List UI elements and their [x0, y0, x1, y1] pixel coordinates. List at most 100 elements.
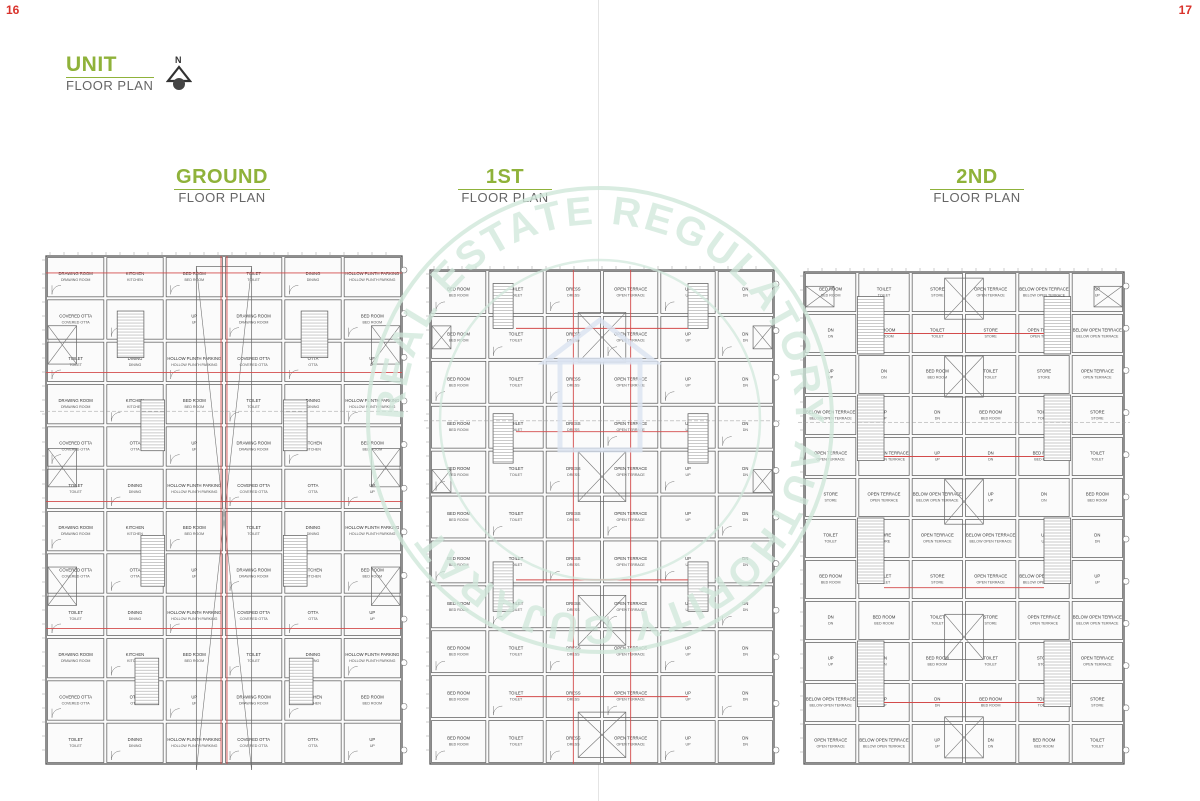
room — [47, 468, 105, 509]
room-label: OTTA — [130, 441, 141, 446]
room-label: DN — [742, 736, 748, 741]
grid-bubble — [1122, 535, 1130, 543]
room-label: TOILET — [246, 652, 261, 657]
room-label: BED ROOM — [449, 428, 469, 432]
second-floor-header: 2ND FLOOR PLAN — [930, 166, 1024, 205]
room-label: TOILET — [69, 490, 82, 494]
room-label: BED ROOM — [449, 698, 469, 702]
room-label: KITCHEN — [305, 575, 321, 579]
room-label: STORE — [983, 328, 998, 333]
room-label: BELOW OPEN TERRACE — [1019, 287, 1068, 292]
room — [965, 478, 1017, 517]
room-label: BED ROOM — [1033, 738, 1056, 743]
room-label: TOILET — [878, 294, 891, 298]
room-label: BED ROOM — [185, 659, 205, 663]
room-label: UP — [686, 518, 692, 522]
room-label: BED ROOM — [447, 556, 470, 561]
room-label: DN — [935, 704, 941, 708]
room-label: HOLLOW PLINTH PARKING — [349, 659, 395, 663]
room-label: BED ROOM — [185, 532, 205, 536]
room — [165, 341, 223, 382]
grid-bubble — [772, 467, 780, 474]
room-label: UP — [686, 473, 692, 477]
room-label: DN — [828, 328, 834, 333]
room-label: UP — [685, 646, 691, 651]
plan-outer-wall — [45, 255, 403, 765]
room — [106, 257, 164, 298]
room-label: STORE — [931, 581, 944, 585]
grid-bubble — [1122, 451, 1130, 459]
room — [47, 553, 105, 594]
grid-bubble — [400, 746, 408, 754]
room-label: BED ROOM — [185, 278, 205, 282]
grid-bubble — [1122, 493, 1130, 501]
room-label: BED ROOM — [447, 601, 470, 606]
room-label: UP — [686, 338, 692, 342]
room-label: TOILET — [247, 532, 260, 536]
stair-block — [282, 535, 308, 587]
room-label: COVERED OTTA — [62, 321, 91, 325]
room — [165, 638, 223, 679]
room — [858, 355, 910, 394]
room-label: TOILET — [1091, 745, 1104, 749]
room-label: TOILET — [247, 278, 260, 282]
room-label: TOILET — [509, 736, 524, 741]
room-label: UP — [191, 314, 197, 319]
room-label: KITCHEN — [126, 271, 144, 276]
room — [858, 478, 910, 517]
room-label: HOLLOW PLINTH PARKING — [345, 398, 399, 403]
room — [343, 722, 401, 763]
room — [965, 396, 1017, 435]
page-number-right: 17 — [1178, 3, 1192, 17]
room-label: BED ROOM — [979, 697, 1002, 702]
room-label: UP — [685, 376, 691, 381]
room-label: DN — [743, 338, 749, 342]
room-label: TOILET — [509, 556, 524, 561]
room-label: STORE — [931, 294, 944, 298]
room — [225, 722, 283, 763]
room-label: OPEN TERRACE — [817, 458, 846, 462]
room-label: TOILET — [509, 466, 524, 471]
plan-outer-wall — [803, 271, 1125, 765]
room — [1071, 396, 1123, 435]
room-label: BED ROOM — [447, 646, 470, 651]
room-label: DN — [743, 428, 749, 432]
room — [284, 468, 342, 509]
room-label: BED ROOM — [361, 314, 384, 319]
grid-bubble — [1122, 324, 1130, 332]
room-label: BED ROOM — [363, 321, 383, 325]
north-arrow: N — [166, 55, 192, 91]
room-label: COVERED OTTA — [62, 575, 91, 579]
grid-bubble — [400, 310, 408, 317]
room-label: UP — [1094, 574, 1100, 579]
room-label: DN — [988, 738, 994, 743]
room-label: STORE — [1091, 417, 1104, 421]
room-label: DRAWING ROOM — [237, 568, 272, 573]
room-label: BELOW OPEN TERRACE — [1073, 615, 1122, 620]
title-sub: FLOOR PLAN — [66, 78, 154, 93]
room — [858, 724, 910, 763]
room-label: TOILET — [68, 610, 83, 615]
room-label: KITCHEN — [127, 278, 143, 282]
room-label: HOLLOW PLINTH PARKING — [167, 610, 221, 615]
grid-bubble — [1122, 704, 1130, 712]
void-outline — [577, 711, 627, 758]
room — [47, 511, 105, 552]
stair-block — [134, 657, 160, 706]
room-label: BED ROOM — [447, 511, 470, 516]
room-label: BED ROOM — [185, 405, 205, 409]
room-label: BED ROOM — [449, 743, 469, 747]
room-label: TOILET — [510, 383, 523, 387]
room-label: COVERED OTTA — [59, 314, 92, 319]
room-label: HOLLOW PLINTH PARKING — [167, 737, 221, 742]
room-label: TOILET — [246, 398, 261, 403]
room — [165, 595, 223, 636]
room — [1018, 601, 1070, 640]
room-label: OPEN TERRACE — [1083, 663, 1112, 667]
room-label: DRAWING ROOM — [239, 448, 268, 452]
room-label: UP — [370, 363, 376, 367]
room — [911, 355, 963, 394]
room-label: DINING — [306, 398, 321, 403]
room-label: HOLLOW PLINTH PARKING — [349, 278, 395, 282]
room-label: OPEN TERRACE — [977, 294, 1006, 298]
